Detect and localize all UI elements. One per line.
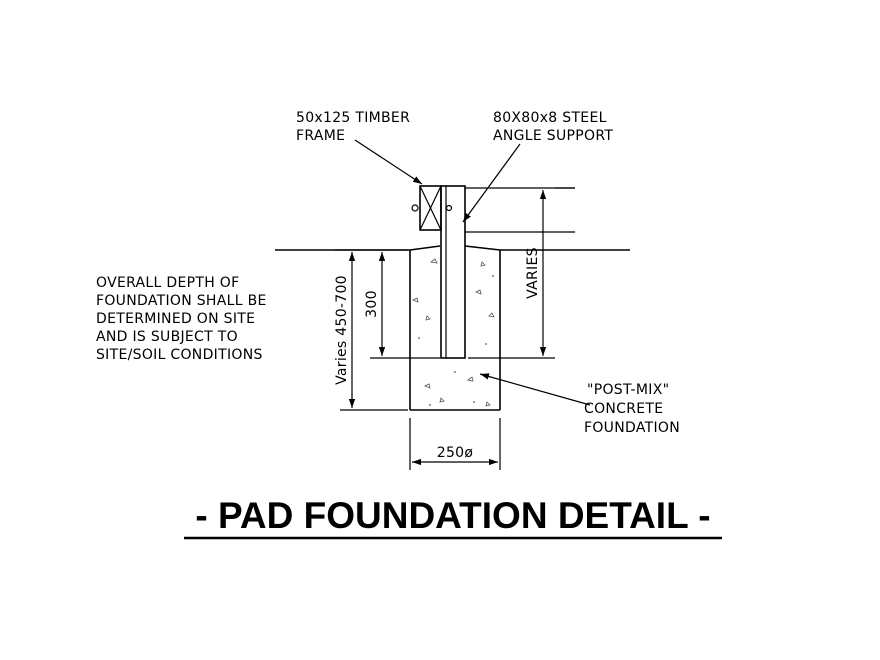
steel-label-line2: ANGLE SUPPORT <box>493 128 613 144</box>
note-line3: DETERMINED ON SITE <box>96 311 255 327</box>
rails <box>465 187 575 233</box>
dimension-embed-label: 300 <box>364 290 380 318</box>
timber-label-line2: FRAME <box>296 128 345 144</box>
dimension-width <box>409 418 501 470</box>
dimension-height <box>468 187 575 359</box>
concrete-foundation <box>409 250 501 411</box>
note-line5: SITE/SOIL CONDITIONS <box>96 347 263 363</box>
steel-angle-post <box>440 185 466 359</box>
note-line1: OVERALL DEPTH OF <box>96 275 239 291</box>
dimension-width-label: 250ø <box>437 445 474 461</box>
concrete-label-line3: FOUNDATION <box>584 420 680 436</box>
dimension-embed <box>370 252 440 359</box>
dimension-depth <box>335 249 408 411</box>
concrete-leader <box>479 373 591 406</box>
concrete-label-line1: "POST-MIX" <box>587 382 669 398</box>
timber-frame-block <box>411 185 453 231</box>
note-line4: AND IS SUBJECT TO <box>96 329 238 345</box>
concrete-label-line2: CONCRETE <box>584 401 663 417</box>
timber-label-line1: 50x125 TIMBER <box>296 110 410 126</box>
steel-leader <box>462 143 521 223</box>
note-line2: FOUNDATION SHALL BE <box>96 293 267 309</box>
dimension-height-label: VARIES <box>525 247 541 299</box>
drawing-title: - PAD FOUNDATION DETAIL - <box>195 495 710 536</box>
steel-label-line1: 80X80x8 STEEL <box>493 110 607 126</box>
concrete-aggregate <box>412 258 495 407</box>
timber-leader <box>354 139 423 185</box>
dimension-depth-label: Varies 450-700 <box>334 275 350 385</box>
ground-line <box>275 245 630 251</box>
